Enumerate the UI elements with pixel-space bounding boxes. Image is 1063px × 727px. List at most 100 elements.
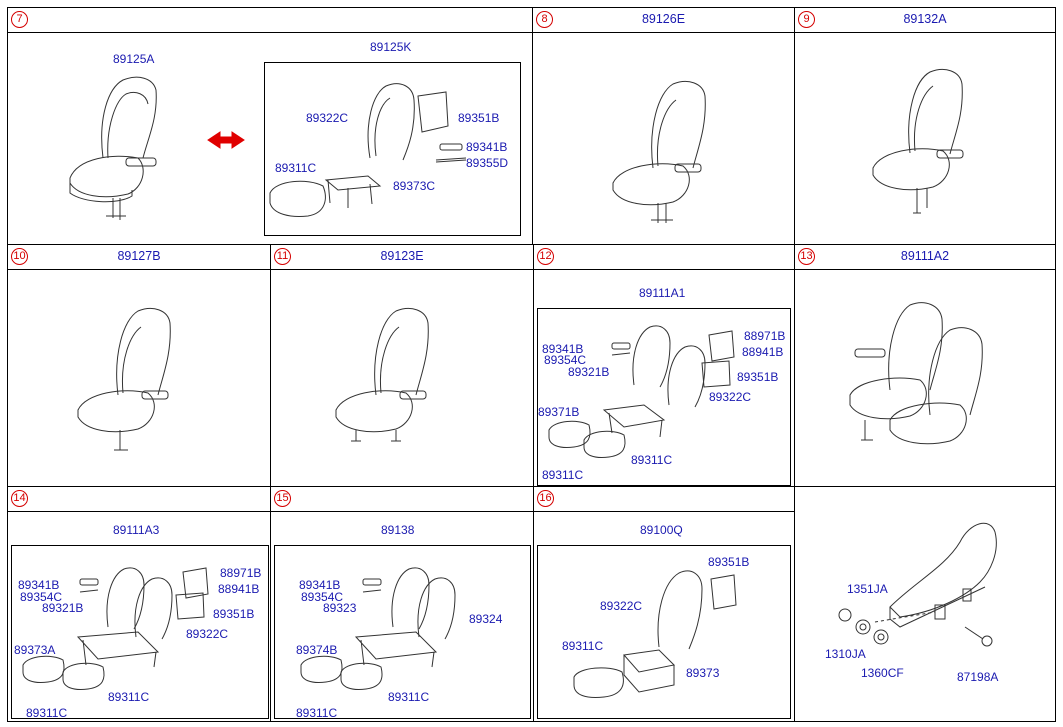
panel-12-header: 12 [534,245,794,270]
assembly-code: 89126E [641,12,686,26]
panel-12-number: 12 [537,248,554,265]
panel-14-header: 14 [8,487,270,512]
panel-16-header: 16 [534,487,794,512]
part-label: 89341B [466,140,508,154]
panel-10-header: 10 89127B [8,245,270,270]
part-label: 89322C [306,111,349,125]
sub-assembly-code: 89125K [370,40,412,54]
assembly-code: 89111A2 [900,249,950,263]
exploded-parts [269,83,467,217]
assembly-code: 89111A1 [639,286,686,300]
part-label: 89354C [301,590,344,604]
seat-illustration [849,302,983,445]
part-label: 89321B [42,601,84,615]
assembly-code: 89123E [380,249,424,263]
panel-11-header: 11 89123E [271,245,533,270]
part-label: 89351B [737,370,779,384]
sub-assembly-box [274,545,531,719]
assembly-code: 89138 [381,523,415,537]
part-label: 89311C [296,706,338,720]
sub-assembly-box [264,62,521,236]
seat-illustration [612,81,706,223]
panel-7-header: 7 [8,8,532,33]
panel-8: 8 89126E [532,7,795,245]
part-label: 88941B [742,345,784,359]
part-label: 89355D [466,156,509,170]
part-label: 89323 [323,601,357,615]
assembly-code: 89125A [113,52,155,66]
panel-13-number: 13 [798,248,815,265]
part-label: 1351JA [847,582,888,596]
part-label: 89341B [542,342,584,356]
panel-9: 9 89132A [794,7,1056,245]
seat-illustration [335,308,429,442]
panel-15: 15 89138 89341B 89354C 89323 89324 89374… [270,486,534,722]
part-label: 89321B [568,365,610,379]
seat-illustration [69,76,157,220]
panel-11-number: 11 [274,248,291,265]
exploded-parts [548,325,735,458]
sub-assembly-box [537,308,791,486]
part-label: 88971B [220,566,262,580]
panel-9-number: 9 [798,11,815,28]
part-label: 89311C [542,468,584,482]
panel-9-header: 9 89132A [795,8,1055,33]
exploded-parts [573,570,737,698]
part-label: 89373C [393,179,436,193]
part-label: 89374B [296,643,338,657]
assembly-code: 89100Q [640,523,683,537]
seat-illustration [872,69,964,214]
part-label: 89341B [18,578,60,592]
part-label: 89322C [186,627,229,641]
assembly-code: 89127B [117,249,161,263]
panel-7: 7 89125A 89125K 89322C 89351B 89341B 893… [7,7,533,245]
part-label: 89311C [631,453,673,467]
panel-7-number: 7 [11,11,28,28]
part-label: 89354C [544,353,587,367]
part-label: 89351B [708,555,750,569]
panel-13-header: 13 89111A2 [795,245,1055,270]
part-label: 89322C [709,390,752,404]
part-label: 89354C [20,590,63,604]
part-label: 89311C [275,161,317,175]
panel-11: 11 89123E [270,244,534,487]
part-label: 89351B [213,607,255,621]
panel-14: 14 89111A3 89341B 89354C 89321B 88971B 8… [7,486,271,722]
panel-8-header: 8 89126E [533,8,794,33]
panel-hardware: 1351JA 1310JA 1360CF 87198A [794,486,1056,722]
part-label: 1360CF [861,666,904,680]
panel-10: 10 89127B [7,244,271,487]
panel-16-number: 16 [537,490,554,507]
part-label: 89322C [600,599,643,613]
part-label: 88941B [218,582,260,596]
part-label: 89341B [299,578,341,592]
assembly-code: 89132A [903,12,947,26]
exchange-arrow-icon [207,131,245,149]
panel-8-number: 8 [536,11,553,28]
panel-15-header: 15 [271,487,533,512]
part-label: 89373A [14,643,56,657]
part-label: 1310JA [825,647,866,661]
panel-10-number: 10 [11,248,28,265]
hardware-illustration [838,522,997,647]
exploded-parts [22,567,209,690]
seat-illustration [77,308,171,451]
panel-12: 12 89111A1 89341B 89354C 89321B 88971B 8… [533,244,795,487]
assembly-code: 89111A3 [113,523,160,537]
part-label: 89311C [26,706,68,720]
part-label: 89311C [562,639,604,653]
panel-13: 13 89111A2 [794,244,1056,487]
sub-assembly-box [537,545,791,719]
part-label: 88971B [744,329,786,343]
panel-15-number: 15 [274,490,291,507]
part-label: 89373 [686,666,720,680]
part-label: 89311C [388,690,430,704]
panel-16: 16 89100Q 89351B 89322C 89311C 89373 [533,486,795,722]
sub-assembly-box [11,545,269,719]
part-label: 89311C [108,690,150,704]
part-label: 89351B [458,111,500,125]
part-label: 89371B [538,405,580,419]
part-label: 87198A [957,670,999,684]
exploded-parts [300,567,456,690]
part-label: 89324 [469,612,503,626]
